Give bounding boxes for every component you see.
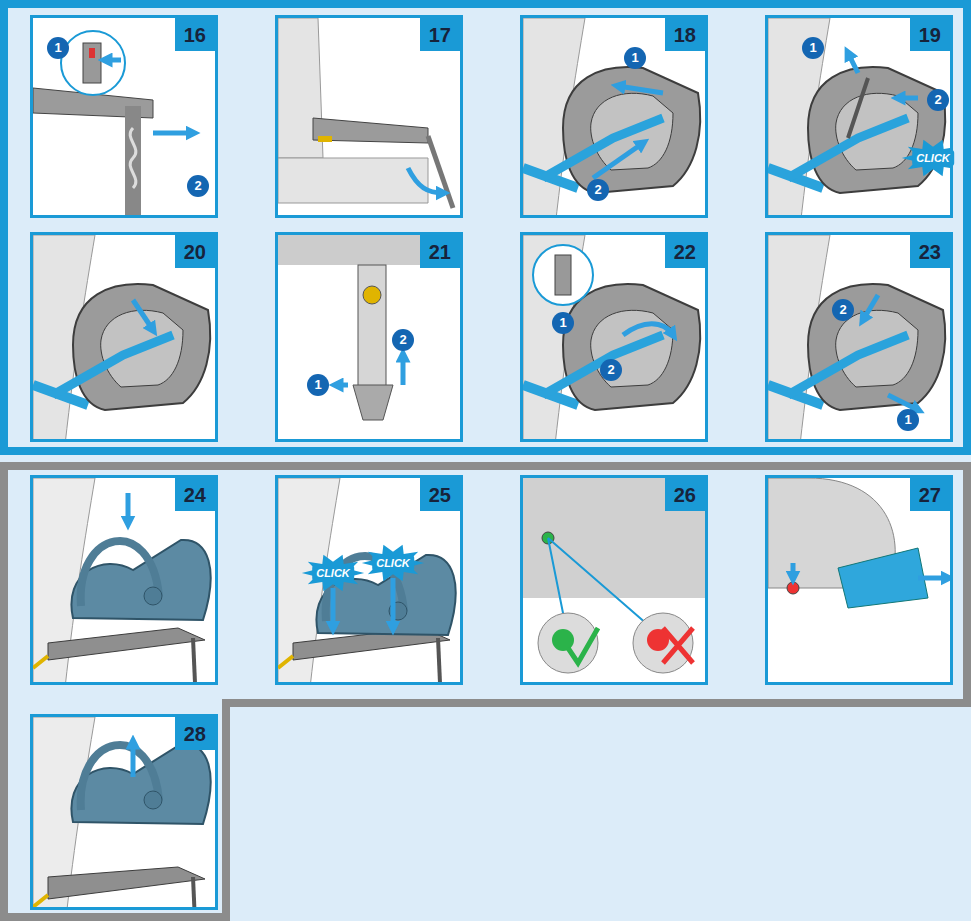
callout-number: 1 bbox=[624, 47, 646, 69]
step-panel: 19 bbox=[765, 15, 953, 218]
step-number: 23 bbox=[910, 235, 950, 268]
blue-frame bbox=[4, 4, 967, 451]
step-panel: 28 bbox=[30, 714, 218, 910]
click-badge: CLICK bbox=[372, 555, 414, 571]
step-panel: 26 bbox=[520, 475, 708, 685]
step-number: 28 bbox=[175, 717, 215, 750]
step-number: 16 bbox=[175, 18, 215, 51]
callout-number: 2 bbox=[927, 89, 949, 111]
step-number: 22 bbox=[665, 235, 705, 268]
callout-number: 1 bbox=[802, 37, 824, 59]
step-number: 27 bbox=[910, 478, 950, 511]
step-panel: 17 bbox=[275, 15, 463, 218]
callout-number: 2 bbox=[392, 329, 414, 351]
step-panel: 25 bbox=[275, 475, 463, 685]
step-number: 20 bbox=[175, 235, 215, 268]
callout-number: 2 bbox=[187, 175, 209, 197]
callout-number: 2 bbox=[587, 179, 609, 201]
step-number: 19 bbox=[910, 18, 950, 51]
callout-number: 1 bbox=[307, 374, 329, 396]
callout-number: 1 bbox=[552, 312, 574, 334]
callout-number: 1 bbox=[897, 409, 919, 431]
step-number: 24 bbox=[175, 478, 215, 511]
step-number: 25 bbox=[420, 478, 460, 511]
click-badge: CLICK bbox=[312, 565, 354, 581]
step-number: 21 bbox=[420, 235, 460, 268]
step-number: 17 bbox=[420, 18, 460, 51]
step-panel: 27 bbox=[765, 475, 953, 685]
step-panel: 24 bbox=[30, 475, 218, 685]
callout-number: 2 bbox=[600, 359, 622, 381]
step-panel: 21 bbox=[275, 232, 463, 442]
step-panel: 22 bbox=[520, 232, 708, 442]
step-panel: 18 bbox=[520, 15, 708, 218]
click-badge: CLICK bbox=[912, 150, 954, 166]
step-panel: 23 bbox=[765, 232, 953, 442]
grey-frame bbox=[4, 466, 967, 917]
step-panel: 20 bbox=[30, 232, 218, 442]
callout-number: 1 bbox=[47, 37, 69, 59]
step-number: 18 bbox=[665, 18, 705, 51]
callout-number: 2 bbox=[832, 299, 854, 321]
step-number: 26 bbox=[665, 478, 705, 511]
